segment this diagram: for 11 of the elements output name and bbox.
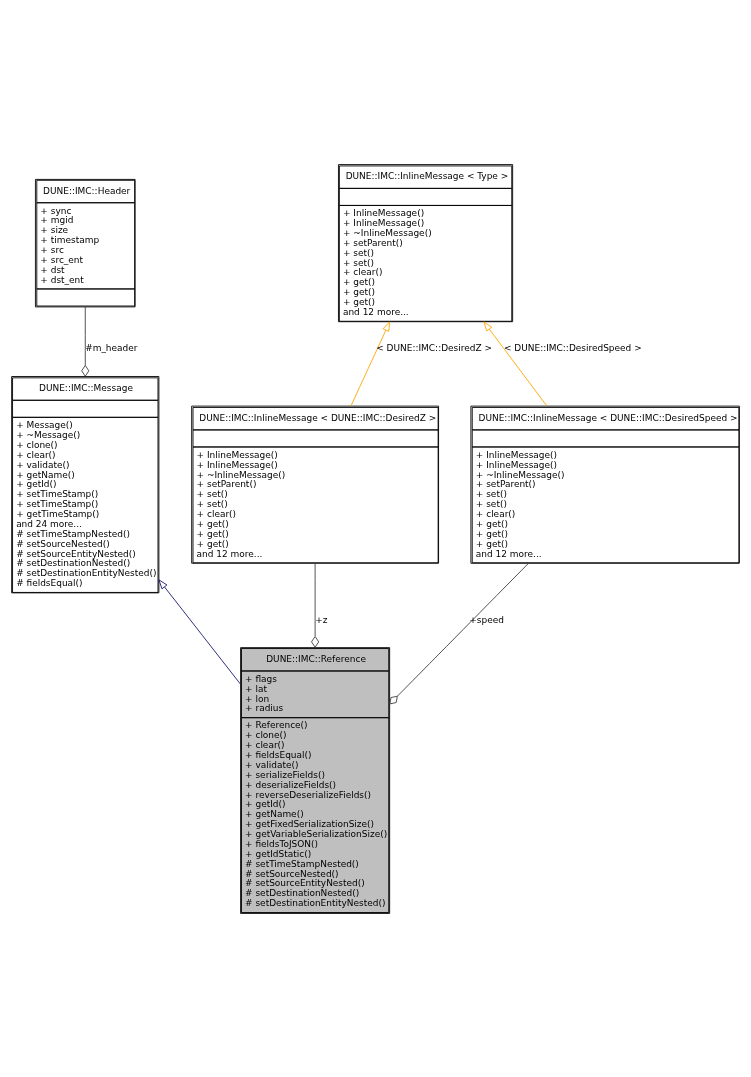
edge-label: < DUNE::IMC::DesiredSpeed > — [503, 342, 642, 353]
connector — [311, 562, 320, 648]
arrow — [483, 320, 548, 406]
arrow — [158, 578, 241, 685]
edge-label: +speed — [469, 614, 504, 624]
connector — [389, 562, 529, 704]
edge-label: +z — [315, 614, 328, 624]
connector — [81, 306, 90, 377]
edge-label: #m_header — [85, 342, 138, 353]
edge-label: < DUNE::IMC::DesiredZ > — [376, 342, 492, 353]
arrow — [350, 320, 391, 406]
